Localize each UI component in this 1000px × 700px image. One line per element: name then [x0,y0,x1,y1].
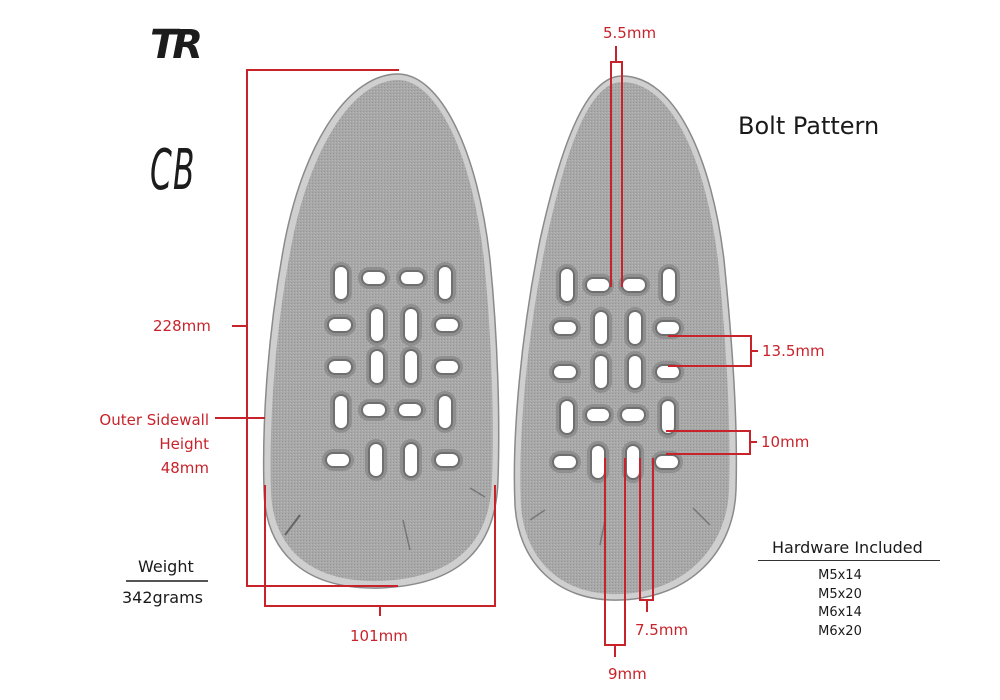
seam-line [284,514,301,536]
left-armpad [262,73,500,589]
sidewall-label: Outer Sidewall Height 48mm [99,408,209,480]
hardware-title: Hardware Included [772,538,923,557]
weight-divider [126,580,208,582]
slot-5-5mm-label: 5.5mm [603,24,657,42]
length-bracket [246,69,399,587]
bolt-pattern-title: Bolt Pattern [738,112,880,140]
hardware-item: M6x20 [818,623,862,639]
right-armpad [513,75,738,601]
row-13-5mm-label: 13.5mm [762,342,825,360]
model-name: CB [150,138,196,203]
row-10mm-label: 10mm [761,433,810,451]
weight-label: Weight [138,557,194,576]
dimension-lines [215,46,758,657]
weight-value: 342grams [122,588,203,607]
hardware-item: M5x14 [818,568,862,583]
slot-9mm-label: 9mm [608,665,647,683]
hardware-divider [758,560,940,561]
sidewall-label-line3: 48mm [160,459,209,477]
sidewall-label-line2: Height [159,435,209,453]
slot-7-5mm-label: 7.5mm [635,621,689,639]
sidewall-label-line1: Outer Sidewall [99,411,209,429]
hardware-list: M5x14 M5x20 M6x14 M6x20 [790,567,890,641]
width-label: 101mm [350,627,408,645]
hardware-item: M6x14 [818,605,862,620]
brand-logo: TR [150,22,203,68]
hardware-item: M5x20 [818,586,862,602]
length-label: 228mm [153,317,211,335]
